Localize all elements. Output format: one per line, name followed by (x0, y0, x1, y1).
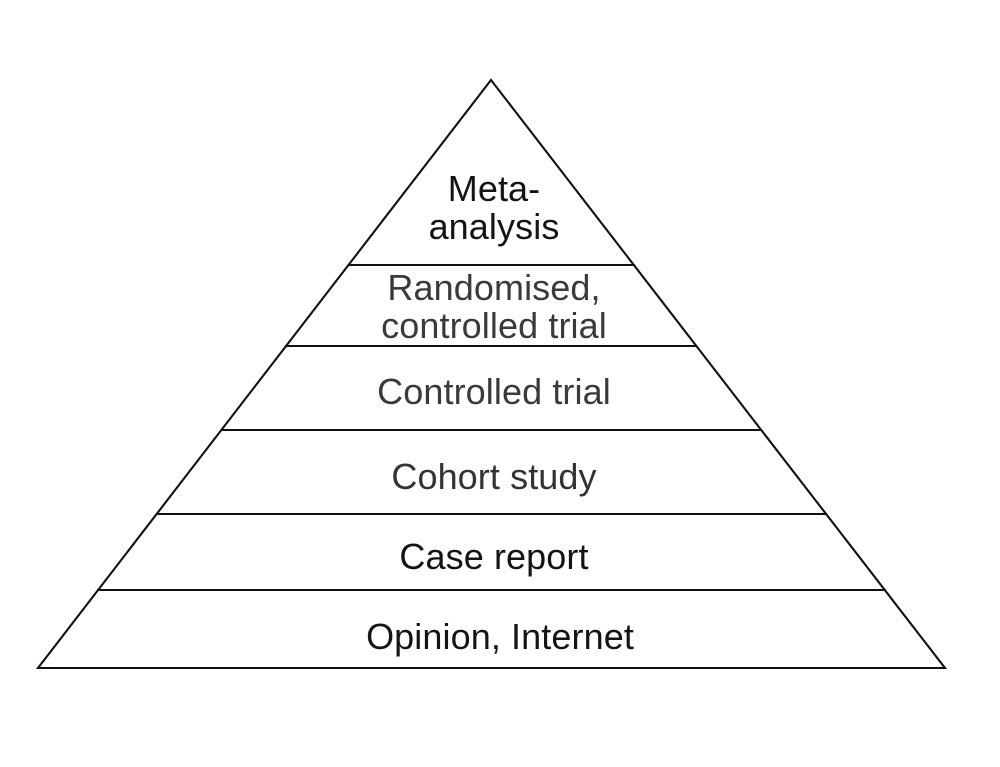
pyramid-level-label-case-report: Case report (399, 536, 589, 577)
pyramid-level-label-randomised-controlled-trial: Randomised, controlled trial (381, 267, 607, 346)
pyramid-level-label-meta-analysis: Meta- analysis (428, 168, 560, 247)
pyramid-level-label-controlled-trial: Controlled trial (377, 371, 611, 412)
pyramid-level-label-cohort-study: Cohort study (391, 456, 597, 497)
pyramid-outline-triangle (35, 78, 948, 670)
pyramid-level-label-opinion-internet: Opinion, Internet (366, 616, 634, 657)
